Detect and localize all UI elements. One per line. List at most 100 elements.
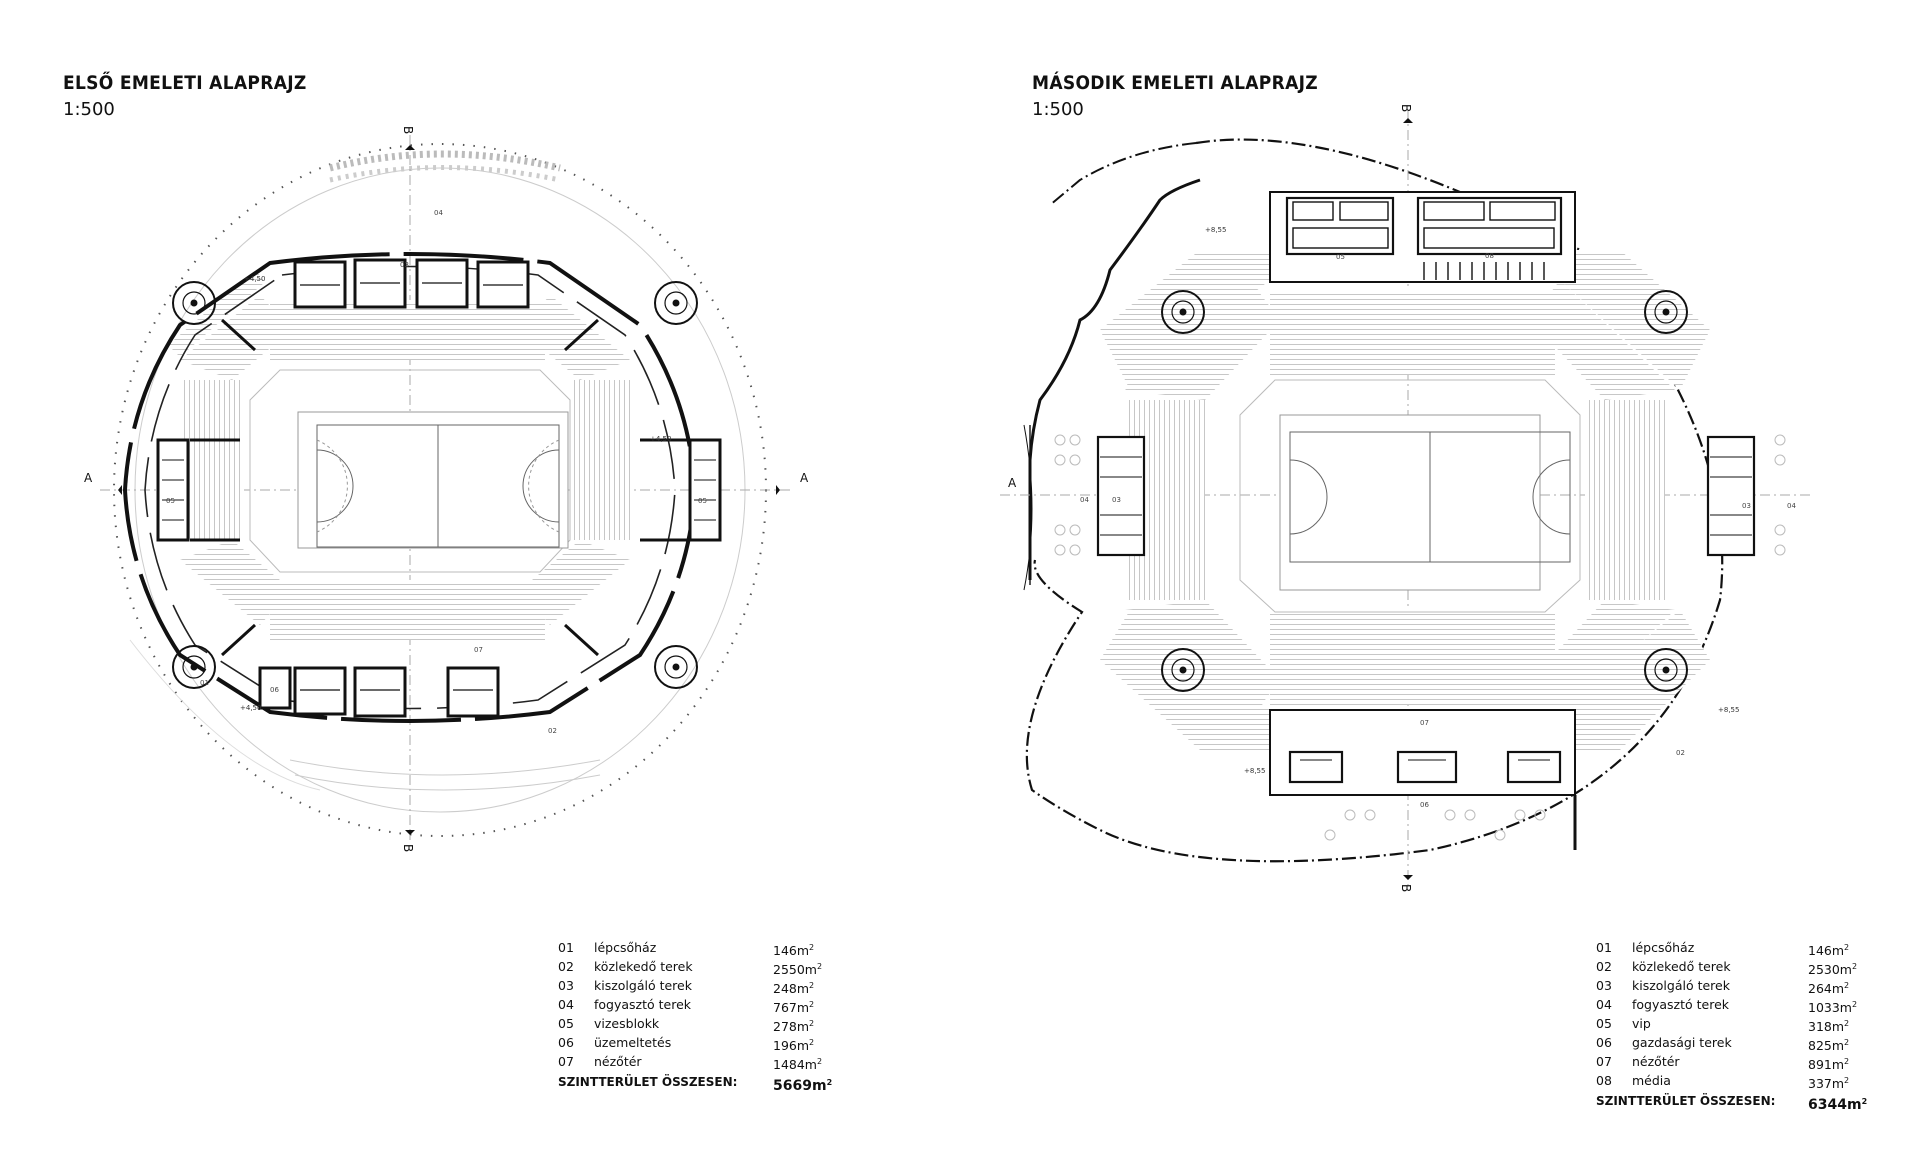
legend-num: 02: [1596, 959, 1612, 974]
legend-total-label: SZINTTERÜLET ÖSSZESEN:: [1596, 1094, 1776, 1108]
legend-num: 01: [1596, 940, 1612, 955]
plan1-section-b-bottom: B: [401, 844, 415, 852]
legend-unit: 2: [1844, 1057, 1850, 1066]
legend-label: kiszolgáló terek: [1632, 978, 1730, 993]
plan2-scale: 1:500: [1032, 99, 1084, 120]
plan1-room-tag: 04: [434, 209, 443, 217]
plan1-building-outline: [122, 252, 698, 723]
legend-unit: 2: [1844, 943, 1850, 952]
plan1-section-a-right: A: [800, 471, 809, 485]
plan1-stair-se: [654, 645, 698, 689]
plan2-room-tag: 08: [1485, 252, 1494, 260]
plan1-level-mark-2: +4,50: [650, 435, 671, 443]
plan2-stair-ne: [1644, 290, 1688, 334]
plan2-room-tag: 04: [1080, 496, 1089, 504]
legend-row: 03 kiszolgáló terek 248m2: [558, 976, 858, 996]
plan2-room-tag: 05: [1336, 253, 1345, 261]
legend-area: 278m: [773, 1019, 810, 1034]
legend-label: lépcsőház: [1632, 940, 1695, 955]
plan1-stair-sw: [172, 645, 216, 689]
legend-label: nézőtér: [594, 1054, 642, 1069]
legend-label: média: [1632, 1073, 1671, 1088]
legend-row: 08 média 337m2: [1596, 1071, 1896, 1091]
legend-num: 05: [558, 1016, 574, 1031]
legend-area: 264m: [1808, 981, 1845, 996]
legend-area: 825m: [1808, 1038, 1845, 1053]
legend-unit: 2: [809, 1000, 815, 1009]
legend-total-unit: 2: [1861, 1097, 1868, 1106]
legend-num: 04: [1596, 997, 1612, 1012]
legend-num: 03: [1596, 978, 1612, 993]
legend-area: 767m: [773, 1000, 810, 1015]
plan2-level-mark-1: +8,55: [1205, 226, 1226, 234]
plan2-room-tag: 06: [1420, 801, 1429, 809]
plan1-room-tag: 05: [698, 497, 707, 505]
legend-area: 2550m: [773, 962, 817, 977]
plan2-stair-se: [1644, 648, 1688, 692]
legend-label: közlekedő terek: [594, 959, 693, 974]
plan1-scale: 1:500: [63, 99, 115, 120]
legend-area: 891m: [1808, 1057, 1845, 1072]
legend-num: 06: [558, 1035, 574, 1050]
plan1-court: [297, 411, 569, 549]
legend-num: 04: [558, 997, 574, 1012]
legend-total-area: 6344m: [1808, 1097, 1862, 1113]
plan2-room-tag: 07: [1420, 719, 1429, 727]
legend-total-label: SZINTTERÜLET ÖSSZESEN:: [558, 1075, 738, 1089]
legend-label: fogyasztó terek: [1632, 997, 1730, 1012]
legend-area: 248m: [773, 981, 810, 996]
legend-num: 03: [558, 978, 574, 993]
legend-unit: 2: [1844, 1019, 1850, 1028]
plan1-room-tag: 06: [270, 686, 279, 694]
plan1-level-mark-1: +4,50: [244, 275, 265, 283]
legend-label: vizesblokk: [594, 1016, 660, 1031]
legend-area: 318m: [1808, 1019, 1845, 1034]
legend-num: 06: [1596, 1035, 1612, 1050]
legend-unit: 2: [1852, 1000, 1858, 1009]
legend-unit: 2: [809, 981, 815, 990]
plan2-room-tag: 03: [1112, 496, 1121, 504]
legend-unit: 2: [809, 1019, 815, 1028]
legend-label: lépcsőház: [594, 940, 657, 955]
legend-unit: 2: [809, 1038, 815, 1047]
plan2-title: MÁSODIK EMELETI ALAPRAJZ: [1032, 72, 1318, 94]
legend-unit: 2: [1844, 1076, 1850, 1085]
legend-label: vip: [1632, 1016, 1651, 1031]
plan2-level-mark-2: +8,55: [1718, 706, 1739, 714]
legend-unit: 2: [1844, 1038, 1850, 1047]
plan1-room-tag: 07: [474, 646, 483, 654]
plan2-stair-nw: [1161, 290, 1205, 334]
legend-unit: 2: [809, 943, 815, 952]
legend-area: 2530m: [1808, 962, 1852, 977]
plan2-section-b-bottom: B: [1399, 884, 1413, 892]
legend-unit: 2: [817, 962, 823, 971]
legend-num: 07: [1596, 1054, 1612, 1069]
legend-label: kiszolgáló terek: [594, 978, 692, 993]
plan1-section-b-top: B: [401, 126, 415, 134]
plan2-room-tag: 04: [1787, 502, 1796, 510]
plan2-section-b-top: B: [1399, 104, 1413, 112]
legend-num: 07: [558, 1054, 574, 1069]
legend-total: SZINTTERÜLET ÖSSZESEN: 5669m2: [558, 1073, 858, 1097]
plan1-room-tag: 03: [400, 261, 409, 269]
legend-num: 01: [558, 940, 574, 955]
legend-num: 08: [1596, 1073, 1612, 1088]
plan1-stair-nw: [172, 281, 216, 325]
legend-total-area: 5669m: [773, 1078, 827, 1094]
legend-area: 337m: [1808, 1076, 1845, 1091]
plan2-drawing: A B B +8,55 +8,55 +8,55 02 03 03 04 04 0…: [1000, 104, 1810, 892]
legend-total: SZINTTERÜLET ÖSSZESEN: 6344m2: [1596, 1092, 1896, 1116]
legend-total-unit: 2: [826, 1078, 833, 1087]
legend-label: fogyasztó terek: [594, 997, 692, 1012]
plan2-court: [1279, 414, 1541, 591]
legend-unit: 2: [1852, 962, 1858, 971]
